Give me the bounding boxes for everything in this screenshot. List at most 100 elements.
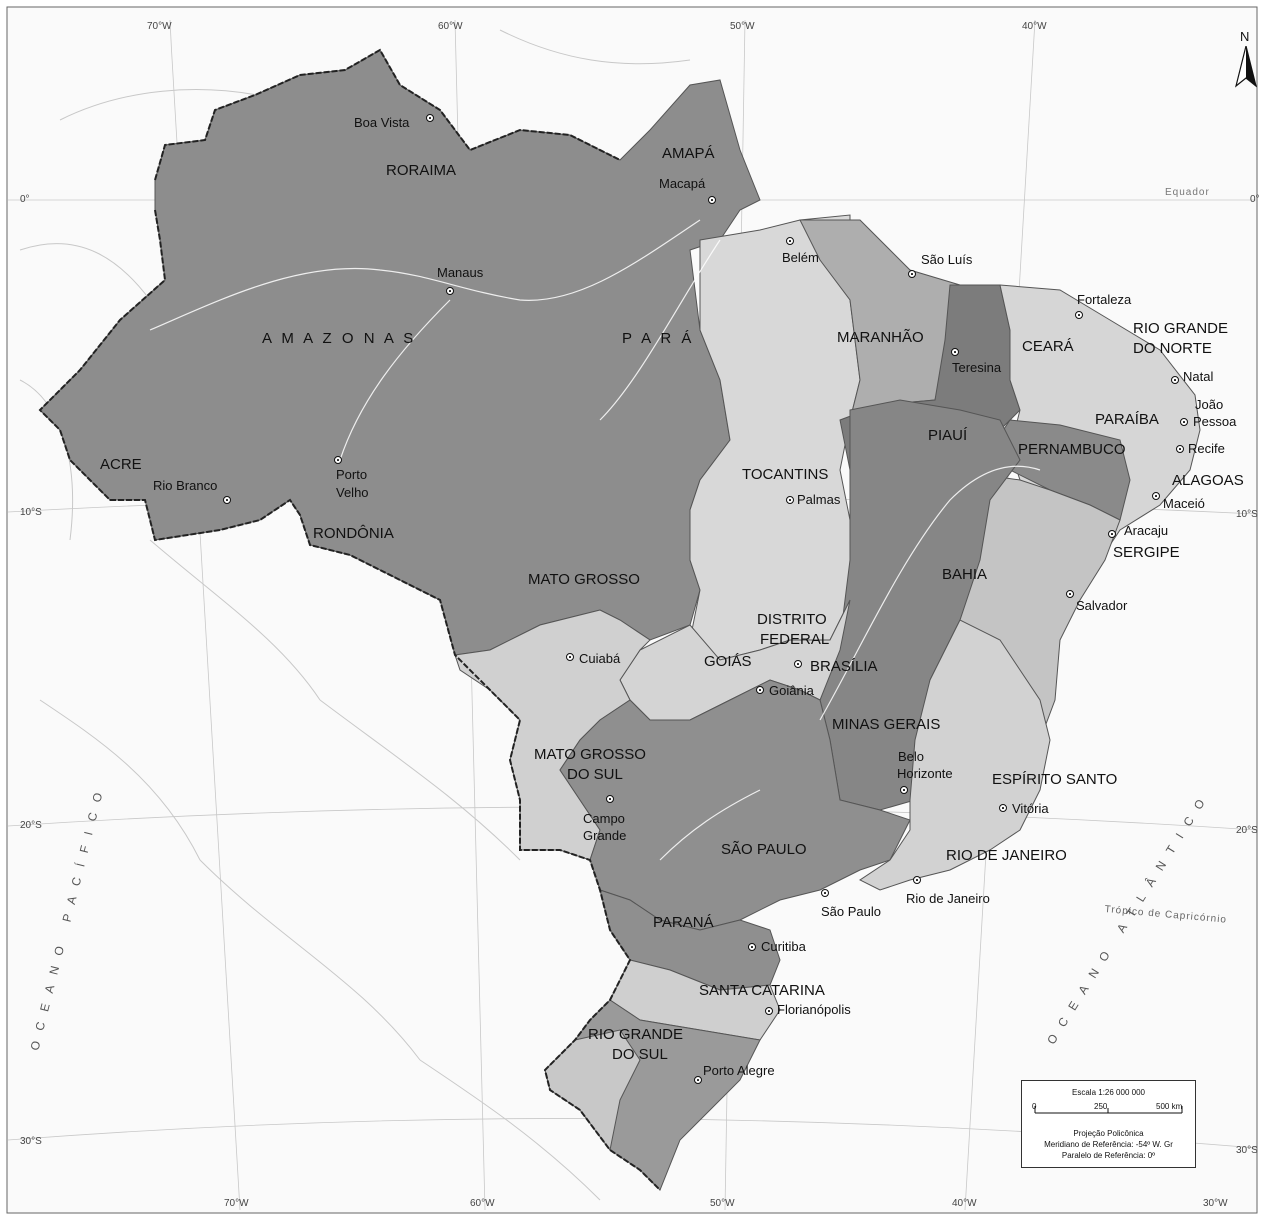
state-label-distrito-federal-2: FEDERAL — [760, 631, 830, 648]
city-label-fortaleza: Fortaleza — [1077, 292, 1132, 307]
city-label-porto-alegre: Porto Alegre — [703, 1063, 775, 1078]
city-label-maceio: Maceió — [1163, 496, 1205, 511]
grid-right-10s: 10°S — [1236, 509, 1258, 520]
grid-top-50w: 50°W — [730, 21, 755, 32]
city-label-florianopolis: Florianópolis — [777, 1002, 851, 1017]
state-label-amapa: AMAPÁ — [662, 145, 715, 162]
city-label-curitiba: Curitiba — [761, 939, 806, 954]
state-label-pernambuco: PERNAMBUCO — [1018, 441, 1126, 458]
city-marker-porto-velho — [334, 456, 342, 464]
city-marker-vitoria — [999, 804, 1007, 812]
city-marker-natal — [1171, 376, 1179, 384]
city-marker-palmas — [786, 496, 794, 504]
city-marker-belo-horizonte — [900, 786, 908, 794]
city-label-porto-velho-2: Velho — [336, 485, 369, 500]
state-label-sergipe: SERGIPE — [1113, 544, 1180, 561]
scale-box: Escala 1:26 000 000 0 250 500 km Projeçã… — [1021, 1080, 1196, 1168]
scale-meridian: Meridiano de Referência: -54º W. Gr — [1044, 1140, 1173, 1149]
state-label-rio-grande-do-sul-1: RIO GRANDE — [588, 1026, 684, 1043]
city-marker-belem — [786, 237, 794, 245]
grid-right-20s: 20°S — [1236, 825, 1258, 836]
north-arrow-label: N — [1240, 29, 1250, 44]
grid-left-10s: 10°S — [20, 507, 42, 518]
city-label-sao-paulo: São Paulo — [821, 904, 881, 919]
grid-bottom-50w: 50°W — [710, 1198, 735, 1209]
grid-bottom-70w: 70°W — [224, 1198, 249, 1209]
state-label-rio-de-janeiro: RIO DE JANEIRO — [946, 847, 1067, 864]
city-label-natal: Natal — [1183, 369, 1214, 384]
city-marker-maceio — [1152, 492, 1160, 500]
city-marker-macapa — [708, 196, 716, 204]
state-label-goias: GOIÁS — [704, 653, 752, 670]
grid-top-70w: 70°W — [147, 21, 172, 32]
city-marker-goiania — [756, 686, 764, 694]
state-label-mato-grosso: MATO GROSSO — [528, 571, 640, 588]
state-label-rio-grande-do-norte-2: DO NORTE — [1133, 340, 1212, 357]
grid-top-60w: 60°W — [438, 21, 463, 32]
state-label-tocantins: TOCANTINS — [742, 466, 829, 483]
state-label-rio-grande-do-norte-1: RIO GRANDE — [1133, 320, 1229, 337]
grid-right-0: 0° — [1250, 194, 1260, 205]
city-marker-joao-pessoa — [1180, 418, 1188, 426]
state-label-distrito-federal-1: DISTRITO — [757, 611, 827, 628]
state-label-roraima: RORAIMA — [386, 162, 457, 179]
city-marker-curitiba — [748, 943, 756, 951]
city-marker-sao-luis — [908, 270, 916, 278]
scale-bar — [1034, 1106, 1183, 1114]
state-label-mato-grosso-do-sul-1: MATO GROSSO — [534, 746, 646, 763]
scale-tick-500: 500 km — [1156, 1102, 1183, 1111]
city-label-cuiaba: Cuiabá — [579, 651, 621, 666]
north-arrow-icon — [1234, 46, 1258, 88]
city-label-sao-luis: São Luís — [921, 252, 973, 267]
state-label-amazonas: A M A Z O N A S — [262, 330, 417, 347]
grid-left-0: 0° — [20, 194, 30, 205]
city-marker-sao-paulo — [821, 889, 829, 897]
state-label-mato-grosso-do-sul-2: DO SUL — [567, 766, 623, 783]
grid-left-20s: 20°S — [20, 820, 42, 831]
scale-tick-250: 250 — [1094, 1102, 1108, 1111]
city-label-joao-pessoa-2: Pessoa — [1193, 414, 1237, 429]
city-marker-rio-branco — [223, 496, 231, 504]
grid-bottom-30w: 30°W — [1203, 1198, 1228, 1209]
city-label-recife: Recife — [1188, 441, 1225, 456]
state-label-acre: ACRE — [100, 456, 142, 473]
city-label-brasilia: BRASÍLIA — [810, 658, 878, 675]
city-label-teresina: Teresina — [952, 360, 1002, 375]
city-label-salvador: Salvador — [1076, 598, 1128, 613]
city-marker-brasilia — [794, 660, 802, 668]
state-label-maranhao: MARANHÃO — [837, 329, 924, 346]
city-marker-aracaju — [1108, 530, 1116, 538]
state-label-parana: PARANÁ — [653, 914, 714, 931]
city-label-porto-velho-1: Porto — [336, 467, 368, 482]
grid-right-30s: 30°S — [1236, 1145, 1258, 1156]
state-label-sao-paulo: SÃO PAULO — [721, 841, 807, 858]
city-marker-manaus — [446, 287, 454, 295]
city-marker-porto-alegre — [694, 1076, 702, 1084]
city-label-vitoria: Vitória — [1012, 801, 1049, 816]
city-label-belem: Belém — [782, 250, 819, 265]
city-label-joao-pessoa-1: João — [1195, 397, 1224, 412]
state-label-ceara: CEARÁ — [1022, 338, 1074, 355]
city-label-macapa: Macapá — [659, 176, 706, 191]
scale-projection: Projeção Policônica — [1073, 1129, 1144, 1138]
city-label-manaus: Manaus — [437, 265, 484, 280]
state-label-santa-catarina: SANTA CATARINA — [699, 982, 825, 999]
grid-top-40w: 40°W — [1022, 21, 1047, 32]
state-label-para: P A R Á — [622, 330, 695, 347]
city-label-campo-grande-2: Grande — [583, 828, 627, 843]
city-marker-boa-vista — [426, 114, 434, 122]
city-label-rio-de-janeiro: Rio de Janeiro — [906, 891, 990, 906]
equator-label: Equador — [1165, 187, 1210, 198]
city-label-boa-vista: Boa Vista — [354, 115, 410, 130]
scale-title: Escala 1:26 000 000 — [1072, 1088, 1145, 1097]
city-marker-fortaleza — [1075, 311, 1083, 319]
city-marker-salvador — [1066, 590, 1074, 598]
state-label-bahia: BAHIA — [942, 566, 988, 583]
city-label-belo-horizonte-2: Horizonte — [897, 766, 953, 781]
state-southeast-dark — [559, 679, 911, 931]
state-southeast-coast — [859, 619, 1051, 891]
grid-bottom-40w: 40°W — [952, 1198, 977, 1209]
city-label-palmas: Palmas — [797, 492, 841, 507]
city-marker-rio-de-janeiro — [913, 876, 921, 884]
grid-bottom-60w: 60°W — [470, 1198, 495, 1209]
